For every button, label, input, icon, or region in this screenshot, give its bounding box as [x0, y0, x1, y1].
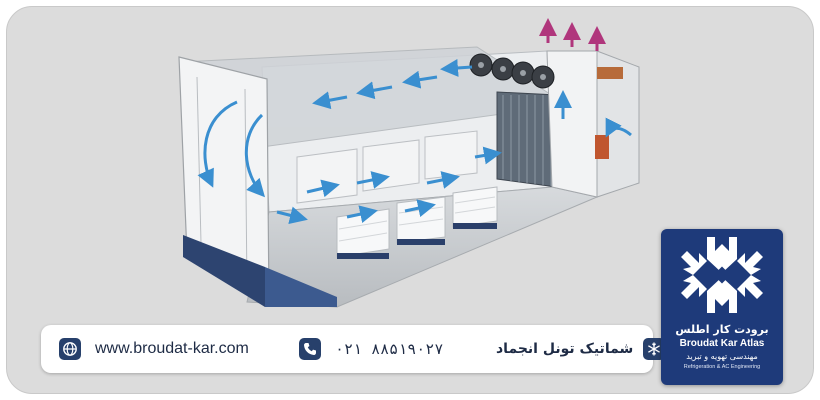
phone-icon	[299, 338, 321, 360]
airflow-arrows	[197, 58, 632, 225]
compressor-unit	[595, 135, 609, 159]
phone-text: ۰۲۱ ۸۸۵۱۹۰۲۷	[335, 340, 444, 358]
logo-name-en: Broudat Kar Atlas	[679, 338, 765, 349]
logo-name-fa: برودت کار اطلس	[675, 323, 769, 336]
contact-bar: www.broudat-kar.com ۰۲۱ ۸۸۵۱۹۰۲۷ شماتیک …	[41, 325, 666, 373]
exhaust-arrows	[539, 18, 606, 51]
website-link[interactable]: www.broudat-kar.com	[59, 325, 249, 373]
freezing-tunnel-illustration	[178, 18, 640, 308]
phone-link[interactable]: ۰۲۱ ۸۸۵۱۹۰۲۷	[299, 325, 443, 373]
brand-logo: برودت کار اطلس Broudat Kar Atlas مهندسی …	[661, 229, 783, 385]
snowflake-logo-icon	[681, 237, 763, 313]
image-frame: www.broudat-kar.com ۰۲۱ ۸۸۵۱۹۰۲۷ شماتیک …	[6, 6, 814, 394]
logo-tagline-fa: مهندسی تهویه و تبرید	[686, 352, 758, 361]
snowflake-icon	[643, 338, 666, 360]
website-text: www.broudat-kar.com	[95, 340, 249, 357]
caption-group: شماتیک تونل انجماد	[496, 325, 666, 373]
tunnel-base-rail	[183, 235, 265, 307]
machine-room	[546, 50, 598, 198]
globe-icon	[59, 338, 81, 360]
condenser-unit	[597, 67, 623, 79]
caption-text: شماتیک تونل انجماد	[496, 341, 634, 357]
logo-tagline-en: Refrigeration & AC Engineering	[683, 364, 761, 370]
